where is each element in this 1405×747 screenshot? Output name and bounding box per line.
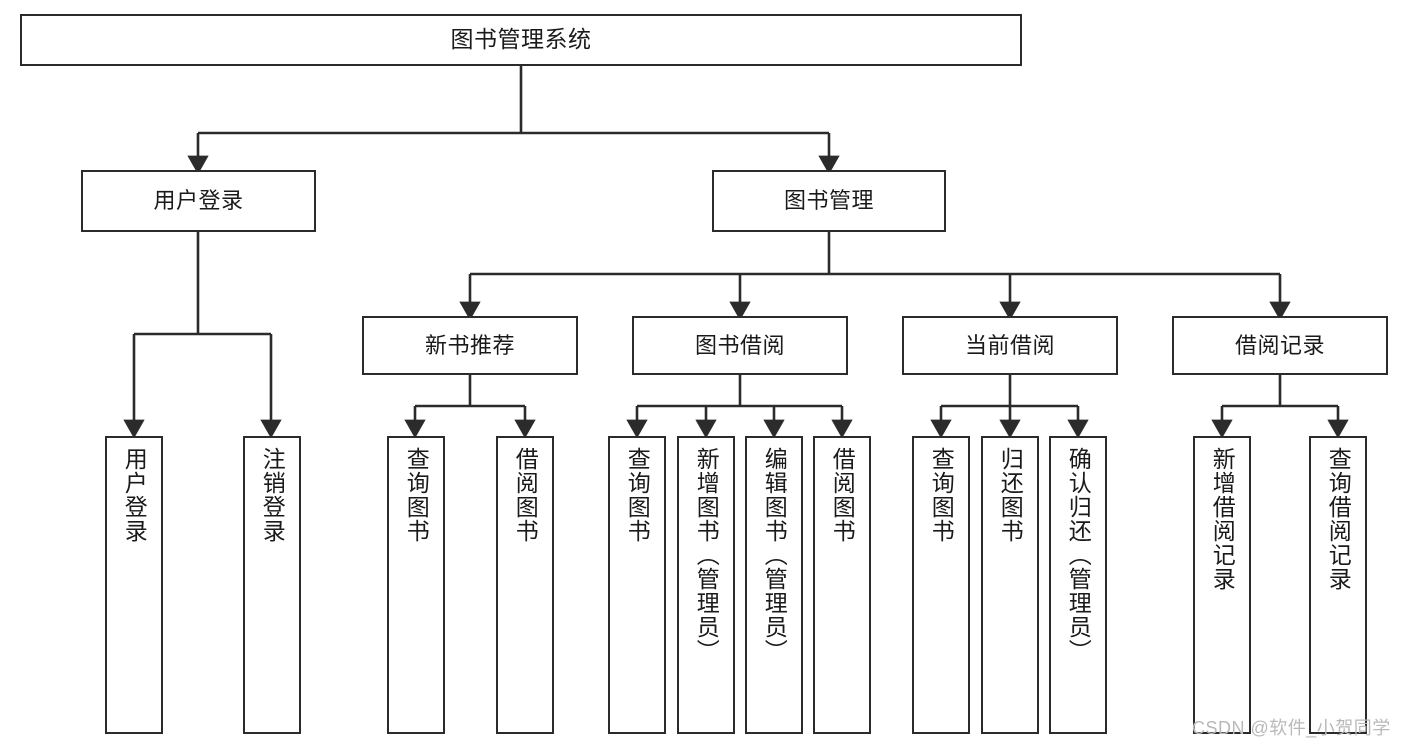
node-user-login[interactable]: 用户登录 (81, 170, 316, 232)
node-book-borrow[interactable]: 图书借阅 (632, 316, 848, 375)
node-leaf-return-book[interactable]: 归还图书 (981, 436, 1039, 734)
node-leaf-edit-book-label: 编辑图书（管理员） (761, 447, 788, 663)
node-leaf-add-book[interactable]: 新增图书（管理员） (677, 436, 735, 734)
node-leaf-query-book-1[interactable]: 查询图书 (387, 436, 445, 734)
node-new-book-recommend[interactable]: 新书推荐 (362, 316, 578, 375)
node-leaf-query-book-3[interactable]: 查询图书 (912, 436, 970, 734)
node-leaf-query-book-2-label: 查询图书 (624, 447, 651, 543)
node-current-borrow[interactable]: 当前借阅 (902, 316, 1118, 375)
node-current-borrow-label: 当前借阅 (964, 332, 1055, 358)
watermark-text: CSDN @软件_小贺同学 (1192, 718, 1391, 738)
node-leaf-user-logout[interactable]: 注销登录 (243, 436, 301, 734)
node-leaf-user-logout-label: 注销登录 (259, 447, 286, 543)
node-borrow-record[interactable]: 借阅记录 (1172, 316, 1388, 375)
node-leaf-add-record[interactable]: 新增借阅记录 (1193, 436, 1251, 734)
node-leaf-borrow-book-1-label: 借阅图书 (512, 447, 539, 543)
node-leaf-add-book-label: 新增图书（管理员） (693, 447, 720, 663)
node-leaf-user-login[interactable]: 用户登录 (105, 436, 163, 734)
node-leaf-query-record-label: 查询借阅记录 (1325, 447, 1352, 591)
node-leaf-query-record[interactable]: 查询借阅记录 (1309, 436, 1367, 734)
node-book-borrow-label: 图书借阅 (694, 332, 785, 358)
node-leaf-borrow-book-2[interactable]: 借阅图书 (813, 436, 871, 734)
node-leaf-confirm-return[interactable]: 确认归还（管理员） (1049, 436, 1107, 734)
node-leaf-add-record-label: 新增借阅记录 (1209, 447, 1236, 591)
node-leaf-edit-book[interactable]: 编辑图书（管理员） (745, 436, 803, 734)
node-leaf-query-book-1-label: 查询图书 (403, 447, 430, 543)
node-root[interactable]: 图书管理系统 (20, 14, 1022, 66)
node-leaf-query-book-2[interactable]: 查询图书 (608, 436, 666, 734)
node-leaf-confirm-return-label: 确认归还（管理员） (1065, 447, 1092, 663)
node-leaf-borrow-book-1[interactable]: 借阅图书 (496, 436, 554, 734)
node-book-manage[interactable]: 图书管理 (712, 170, 946, 232)
node-leaf-user-login-label: 用户登录 (121, 447, 148, 543)
node-leaf-borrow-book-2-label: 借阅图书 (829, 447, 856, 543)
node-leaf-query-book-3-label: 查询图书 (928, 447, 955, 543)
node-book-manage-label: 图书管理 (783, 188, 874, 214)
node-root-label: 图书管理系统 (450, 26, 592, 53)
node-new-book-recommend-label: 新书推荐 (424, 332, 515, 358)
node-user-login-label: 用户登录 (153, 188, 244, 214)
node-leaf-return-book-label: 归还图书 (997, 447, 1024, 543)
node-borrow-record-label: 借阅记录 (1234, 332, 1325, 358)
